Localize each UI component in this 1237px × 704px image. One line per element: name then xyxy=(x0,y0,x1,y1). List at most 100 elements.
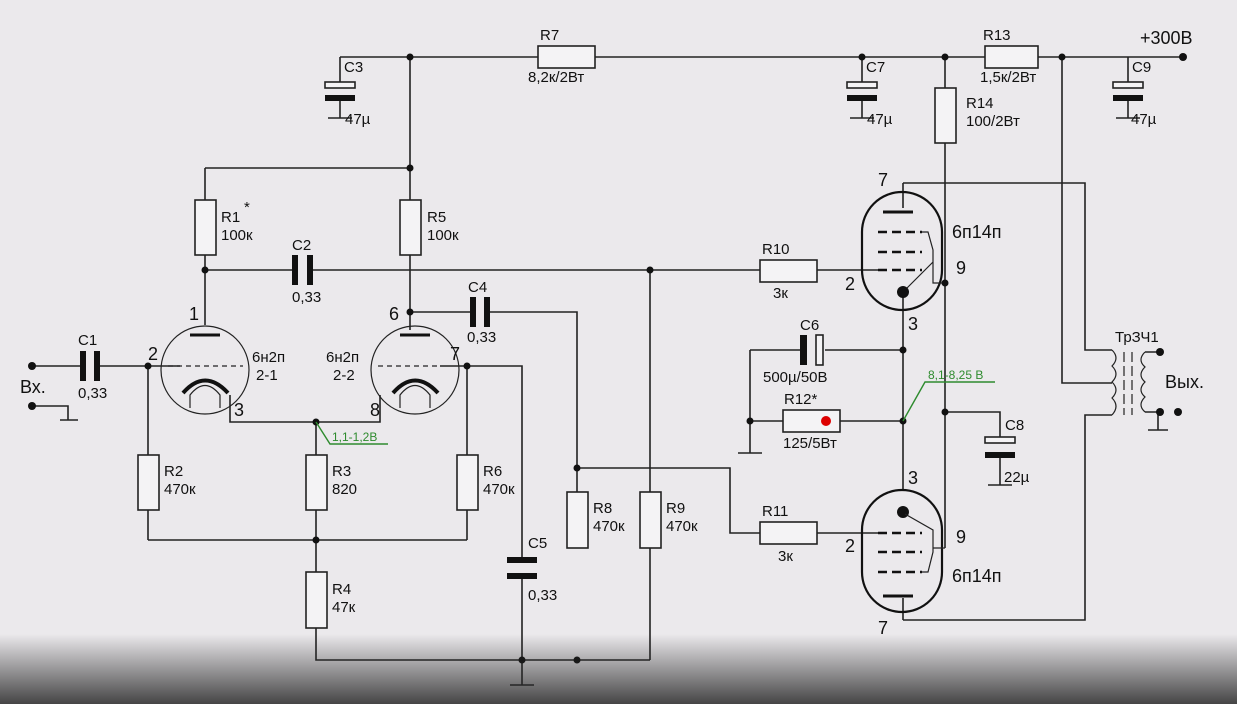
capacitors xyxy=(80,81,1144,579)
r6-value: 470к xyxy=(483,481,515,498)
junctions xyxy=(28,53,1187,664)
labels: +300В Вх. Вых. ТрЗЧ1 R7 8,2к/2Вт R13 1,5… xyxy=(20,27,1204,638)
r6-name: R6 xyxy=(483,463,502,480)
pin-label: 6 xyxy=(389,304,399,324)
r4-value: 47к xyxy=(332,599,356,616)
wires xyxy=(32,56,1183,686)
resistors xyxy=(137,45,1039,629)
c9-name: C9 xyxy=(1132,59,1151,76)
annotation-leader-output xyxy=(902,381,995,422)
resistor-r7 xyxy=(537,45,596,69)
r9-name: R9 xyxy=(666,500,685,517)
pin-label: 3 xyxy=(908,314,918,334)
pin-label: 2 xyxy=(845,274,855,294)
annotation-cathode-voltage-preamp: 1,1-1,2В xyxy=(332,430,377,444)
c5-name: C5 xyxy=(528,535,547,552)
r12-name: R12* xyxy=(784,391,818,408)
pin-label: 2 xyxy=(845,536,855,556)
c8-value: 22µ xyxy=(1004,469,1030,486)
resistor-r4 xyxy=(305,571,328,629)
v1a-section: 2-1 xyxy=(256,367,278,384)
resistor-r12 xyxy=(782,409,841,433)
r4-name: R4 xyxy=(332,581,351,598)
r2-value: 470к xyxy=(164,481,196,498)
bottom-shadow xyxy=(0,634,1237,704)
pin-label: 7 xyxy=(450,344,460,364)
r1-name: R1 xyxy=(221,209,240,226)
resistor-r1 xyxy=(194,199,217,256)
r10-value: 3к xyxy=(773,285,788,302)
red-marker xyxy=(821,416,831,426)
r9-value: 470к xyxy=(666,518,698,535)
c9-value: 47µ xyxy=(1131,111,1157,128)
r8-name: R8 xyxy=(593,500,612,517)
c1-name: C1 xyxy=(78,332,97,349)
c6-value: 500µ/50В xyxy=(763,369,828,386)
c3-value: 47µ xyxy=(345,111,371,128)
resistor-r11 xyxy=(759,521,818,545)
tube-v2 xyxy=(860,190,945,312)
c1-value: 0,33 xyxy=(78,385,107,402)
r13-value: 1,5к/2Вт xyxy=(980,69,1036,86)
pin-label: 1 xyxy=(189,304,199,324)
resistor-r6 xyxy=(456,454,479,511)
resistor-r8 xyxy=(566,491,589,549)
pin-label: 9 xyxy=(956,527,966,547)
transformer-label: ТрЗЧ1 xyxy=(1115,329,1159,346)
v3-type: 6п14п xyxy=(952,566,1002,586)
resistor-r2 xyxy=(137,454,160,511)
input-label: Вх. xyxy=(20,377,46,397)
r13-name: R13 xyxy=(983,27,1011,44)
pin-label: 3 xyxy=(234,400,244,420)
r1-value: 100к xyxy=(221,227,253,244)
pin-label: 2 xyxy=(148,344,158,364)
r3-value: 820 xyxy=(332,481,357,498)
r11-name: R11 xyxy=(762,503,788,520)
resistor-r13 xyxy=(984,45,1039,69)
r2-name: R2 xyxy=(164,463,183,480)
r10-name: R10 xyxy=(762,241,790,258)
c4-value: 0,33 xyxy=(467,329,496,346)
r7-name: R7 xyxy=(540,27,559,44)
tube-v1a xyxy=(160,325,250,415)
r5-name: R5 xyxy=(427,209,446,226)
c5-value: 0,33 xyxy=(528,587,557,604)
output-transformer xyxy=(1111,349,1146,416)
r11-value: 3к xyxy=(778,548,793,565)
c2-name: C2 xyxy=(292,237,311,254)
supply-label: +300В xyxy=(1140,28,1193,48)
r14-name: R14 xyxy=(966,95,994,112)
annotation-cathode-voltage-output: 8,1-8,25 В xyxy=(928,368,983,382)
c2-value: 0,33 xyxy=(292,289,321,306)
v1b-section: 2-2 xyxy=(333,367,355,384)
c7-value: 47µ xyxy=(867,111,893,128)
pin-label: 8 xyxy=(370,400,380,420)
pin-label: 9 xyxy=(956,258,966,278)
v1a-type: 6н2п xyxy=(252,349,285,366)
pin-label: 7 xyxy=(878,170,888,190)
resistor-r14 xyxy=(934,87,957,144)
resistor-r9 xyxy=(639,491,662,549)
c7-name: C7 xyxy=(866,59,885,76)
r14-value: 100/2Вт xyxy=(966,113,1020,130)
c8-name: C8 xyxy=(1005,417,1024,434)
pin-label: 7 xyxy=(878,618,888,638)
tube-v3 xyxy=(860,488,945,614)
resistor-r10 xyxy=(759,259,818,283)
output-label: Вых. xyxy=(1165,372,1204,392)
r3-name: R3 xyxy=(332,463,351,480)
annotation-leader-preamp xyxy=(315,421,388,445)
v2-type: 6п14п xyxy=(952,222,1002,242)
tube-v1b xyxy=(370,325,460,415)
r8-value: 470к xyxy=(593,518,625,535)
c4-name: C4 xyxy=(468,279,487,296)
r12-value: 125/5Вт xyxy=(783,435,837,452)
v1b-type: 6н2п xyxy=(326,349,359,366)
pin-label: 3 xyxy=(908,468,918,488)
r7-value: 8,2к/2Вт xyxy=(528,69,584,86)
resistor-r3 xyxy=(305,454,328,511)
resistor-r5 xyxy=(399,199,422,256)
c3-name: C3 xyxy=(344,59,363,76)
